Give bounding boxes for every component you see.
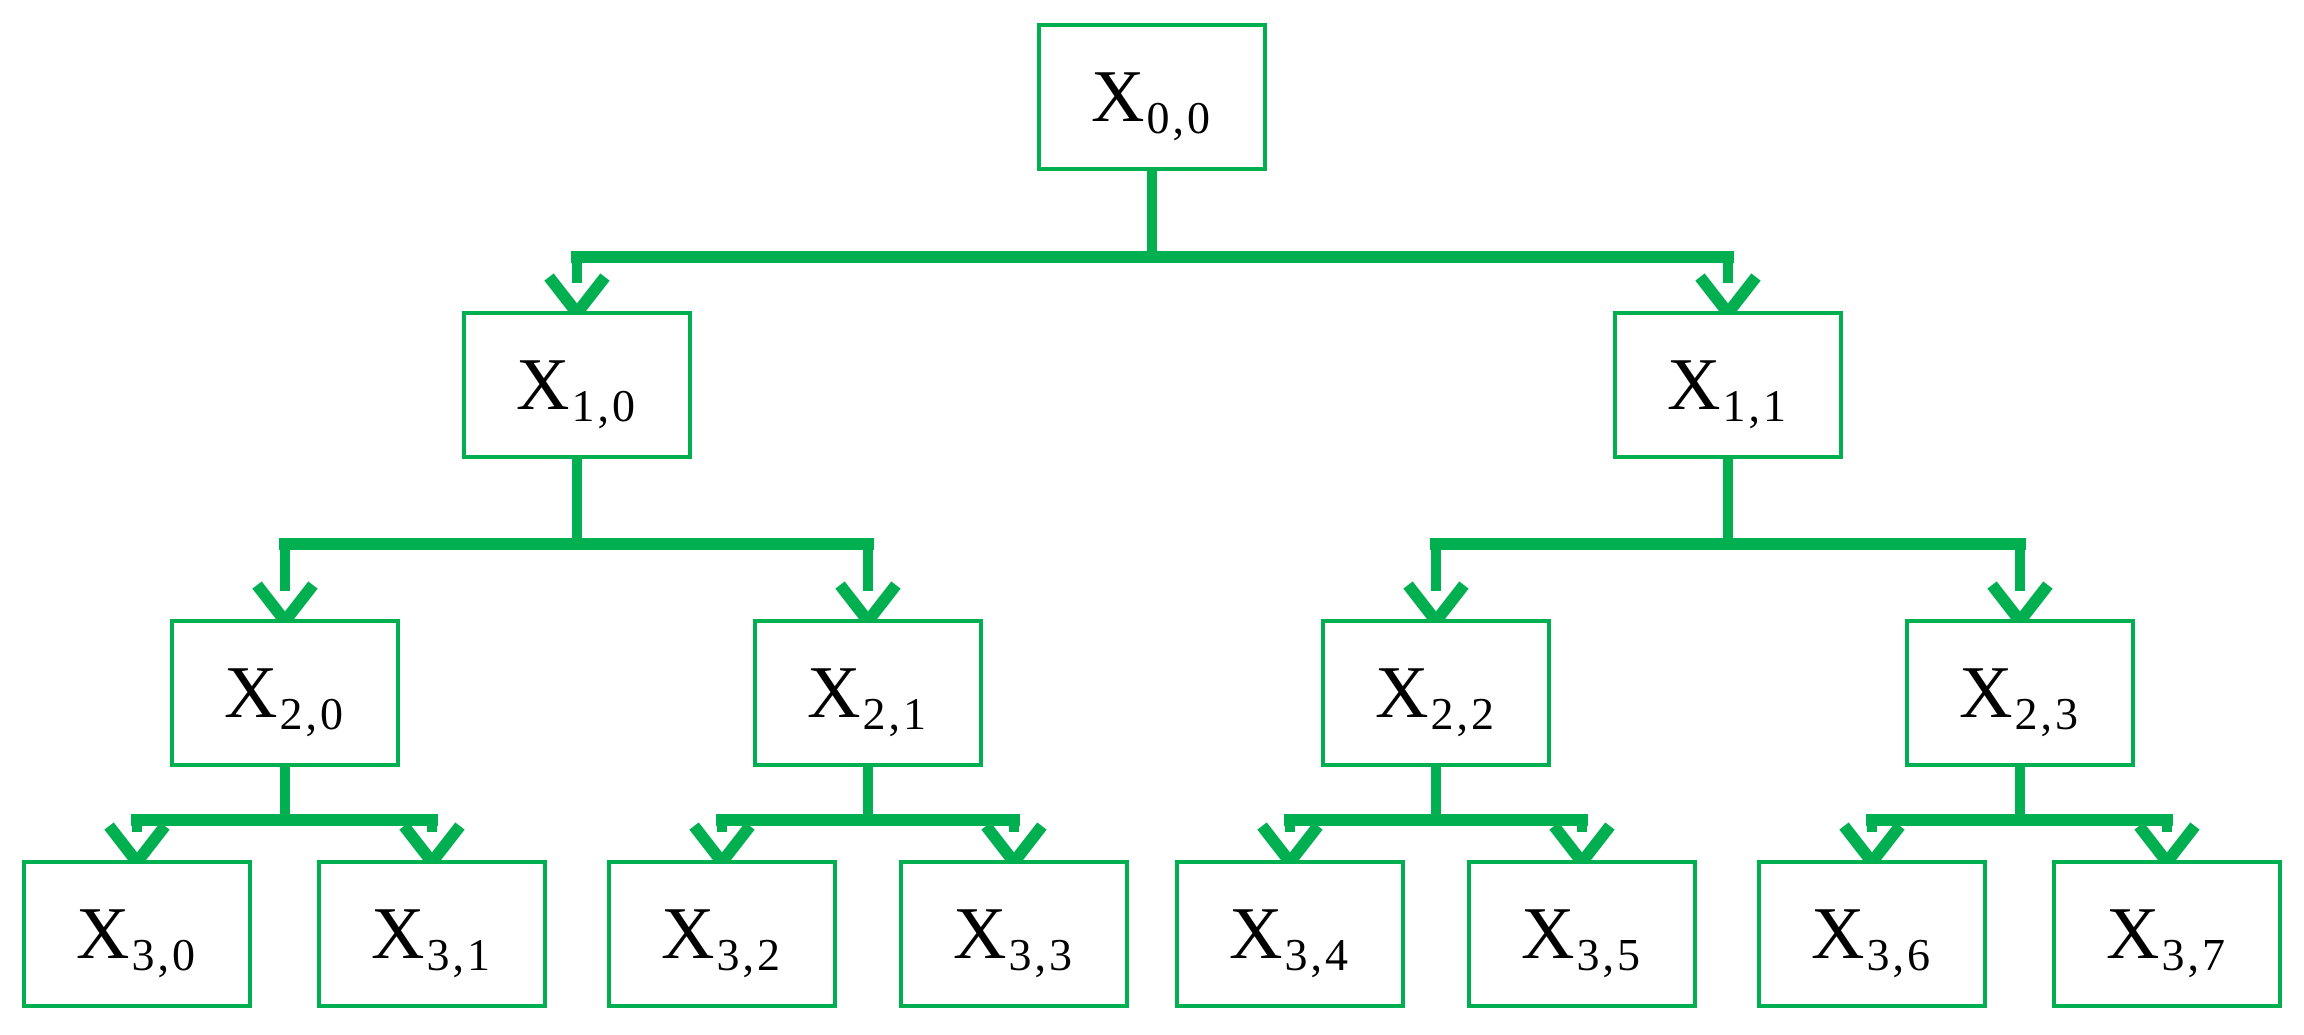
node-label: X — [1091, 56, 1145, 138]
connector-x2-3-children — [1839, 765, 2200, 872]
node-label: X — [1811, 893, 1865, 975]
node-subscript: 0,0 — [1146, 92, 1213, 143]
connector-x1-0-children — [252, 457, 901, 631]
connector-x1-1-children — [1403, 457, 2053, 631]
node-label: X — [516, 344, 570, 426]
node-subscript: 3,7 — [2161, 929, 2228, 980]
node-subscript: 3,0 — [131, 929, 198, 980]
node-subscript: 2,3 — [2014, 688, 2081, 739]
node-label: X — [661, 893, 715, 975]
node-label: X — [1959, 652, 2013, 734]
node-label: X — [1229, 893, 1283, 975]
node-label: X — [1375, 652, 1429, 734]
node-label: X — [2106, 893, 2160, 975]
node-subscript: 3,1 — [426, 929, 493, 980]
connector-x2-0-children — [104, 765, 465, 872]
node-label: X — [76, 893, 130, 975]
connector-x0-0-children — [544, 169, 1761, 323]
node-label: X — [953, 893, 1007, 975]
node-subscript: 3,3 — [1008, 929, 1075, 980]
node-label: X — [1667, 344, 1721, 426]
node-subscript: 1,1 — [1722, 380, 1789, 431]
node-subscript: 3,2 — [716, 929, 783, 980]
node-subscript: 1,0 — [571, 380, 638, 431]
node-label: X — [807, 652, 861, 734]
connector-x2-1-children — [689, 765, 1047, 872]
node-subscript: 2,0 — [279, 688, 346, 739]
node-subscript: 2,2 — [1430, 688, 1497, 739]
node-subscript: 3,4 — [1284, 929, 1351, 980]
node-subscript: 3,6 — [1866, 929, 1933, 980]
node-label: X — [224, 652, 278, 734]
connector-x2-2-children — [1257, 765, 1615, 872]
node-label: X — [371, 893, 425, 975]
node-subscript: 3,5 — [1576, 929, 1643, 980]
node-label: X — [1521, 893, 1575, 975]
node-subscript: 2,1 — [862, 688, 929, 739]
